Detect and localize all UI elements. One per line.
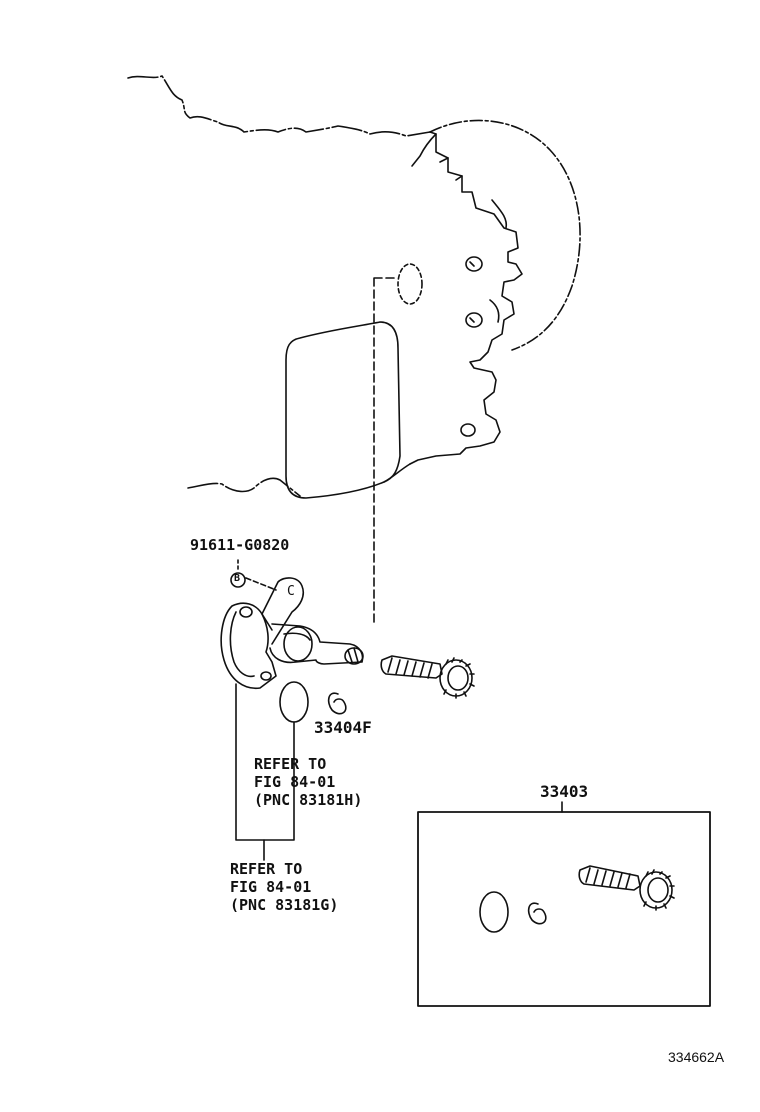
kit-o-ring [479, 891, 509, 933]
kit-part-number: 33403 [540, 782, 589, 801]
refer-h-line3: (PNC 83181H) [254, 791, 363, 809]
o-ring [279, 681, 309, 723]
bolt-part-number: 91611-G0820 [190, 536, 290, 554]
bolt-marker-letter: B [234, 573, 241, 584]
refer-g-line2: FIG 84-01 [230, 878, 312, 896]
transmission-case [127, 75, 581, 627]
refer-g-line1: REFER TO [230, 860, 303, 878]
kit-driven-gear [578, 865, 675, 911]
clip-marker-letter: C [287, 584, 295, 599]
refer-h-line1: REFER TO [254, 755, 327, 773]
retainer-clip [327, 692, 347, 715]
bolt-marker-circle [230, 572, 246, 588]
kit-retainer-clip [527, 902, 547, 925]
figure-id: 334662A [668, 1049, 725, 1065]
driven-gear [380, 655, 475, 699]
refer-h-line2: FIG 84-01 [254, 773, 336, 791]
kit-box [417, 811, 711, 1007]
speedometer-sleeve [220, 559, 364, 689]
refer-leader-h [235, 683, 295, 841]
retainer-part-number: 33404F [314, 718, 372, 737]
refer-g-line3: (PNC 83181G) [230, 896, 339, 914]
